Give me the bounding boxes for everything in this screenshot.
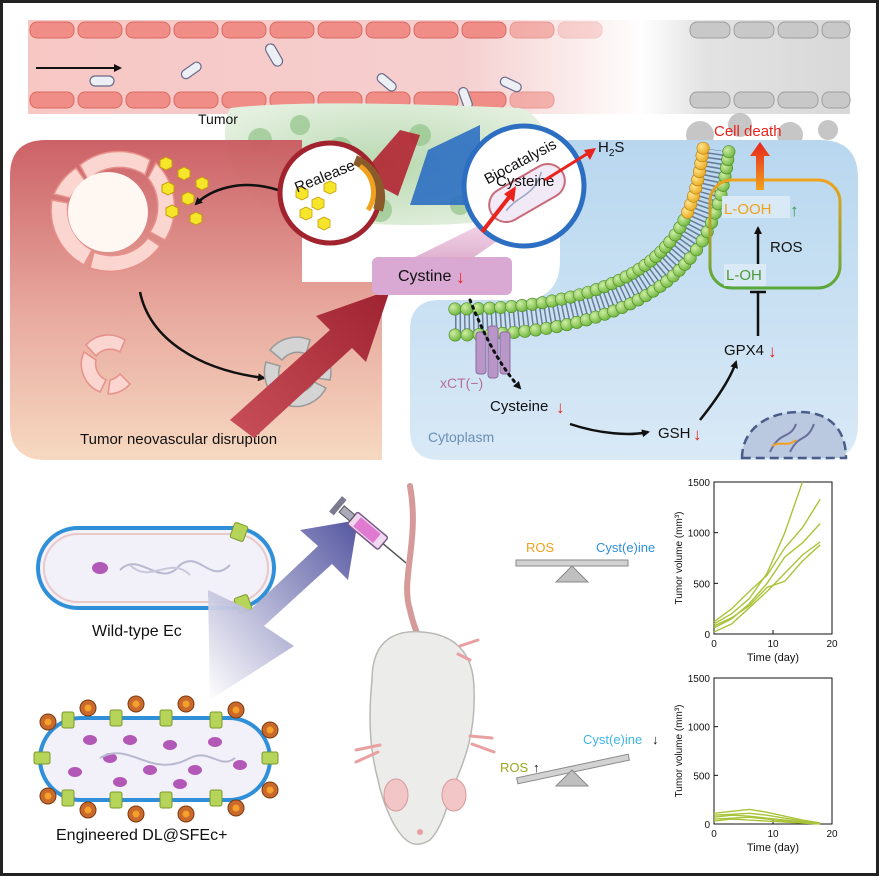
seesaw-bottom	[516, 753, 630, 787]
label-cyst-bottom: Cyst(e)ine	[583, 732, 642, 747]
x-tick-label: 20	[826, 639, 838, 650]
lipid-head-inner	[448, 328, 462, 342]
label-ros-top: ROS	[526, 540, 555, 555]
x-tick-label: 20	[826, 829, 838, 840]
cyst-down-arrow: ↓	[652, 732, 659, 747]
plot-area	[713, 677, 833, 825]
wild-type-bacterium	[36, 522, 276, 614]
label-ros-loop: ROS	[770, 239, 803, 256]
label-xct: xCT(−)	[440, 375, 483, 391]
x-tick-label: 0	[711, 829, 717, 840]
l-oh-bg	[724, 264, 766, 286]
x-tick-label: 10	[767, 639, 779, 650]
mouse	[354, 483, 496, 845]
red-arrow-h2s	[544, 150, 591, 182]
release-arrow	[194, 183, 279, 206]
lipid-head-inner	[460, 328, 474, 342]
lipid-head-outer	[448, 302, 462, 316]
lipid-head-outer	[483, 301, 497, 315]
cystine-box	[372, 257, 512, 295]
gpx4-down-arrow: ↓	[768, 342, 777, 361]
cell-death-arrow	[750, 142, 770, 190]
label-cystine: Cystine	[398, 268, 451, 285]
x-tick-label: 0	[711, 639, 717, 650]
lipid-head-inner	[722, 145, 736, 159]
series-line	[713, 818, 821, 825]
ros-up-arrow: ↑	[533, 760, 540, 775]
series-line	[713, 812, 821, 825]
gsh-to-gpx4-arrow	[699, 360, 738, 421]
label-neovascular: Tumor neovascular disruption	[80, 431, 277, 448]
cystine-down-arrow: ↓	[456, 267, 465, 287]
drug-molecules-panel	[159, 156, 209, 226]
y-tick-label: 1500	[688, 478, 711, 489]
x-axis-label: Time (day)	[747, 652, 799, 664]
lipid-head-outer	[460, 302, 474, 316]
gpx4-inhibition	[750, 290, 766, 336]
broken-vessel-pink	[80, 334, 132, 395]
red-arrowhead-cysteine	[504, 186, 516, 202]
blood-vessel	[28, 20, 648, 114]
series-line	[713, 498, 821, 623]
label-gsh: GSH	[658, 425, 691, 442]
purple-injection-arrow	[208, 520, 358, 700]
y-tick-label: 1000	[688, 723, 711, 734]
y-tick-label: 1500	[688, 674, 711, 685]
series-line	[713, 808, 821, 824]
label-cell-death: Cell death	[714, 123, 782, 140]
red-arrowhead-h2s	[584, 148, 596, 160]
transport-dotted-arrow	[468, 298, 522, 390]
x-axis-label: Time (day)	[747, 842, 799, 854]
disruption-arrow	[138, 291, 266, 382]
label-engineered: Engineered DL@SFEc+	[56, 827, 227, 844]
series-line	[713, 544, 821, 627]
label-h2s: H2S	[598, 139, 624, 159]
x-tick-label: 10	[767, 829, 779, 840]
label-tumor: Tumor	[198, 111, 238, 127]
label-cysteine: Cysteine	[490, 398, 548, 415]
lipid-head-outer	[696, 141, 710, 155]
engineered-bacterium	[33, 695, 279, 823]
label-l-ooh: L-OOH	[724, 201, 772, 218]
y-tick-label: 0	[704, 630, 710, 641]
gsh-down-arrow: ↓	[693, 425, 702, 444]
label-l-oh: L-OH	[726, 267, 762, 284]
l-ooh-bg	[722, 196, 790, 218]
series-line	[713, 523, 821, 629]
label-cysteine-bubble: Cysteine	[496, 173, 554, 190]
label-wild-type: Wild-type Ec	[92, 623, 182, 640]
release-bubble	[277, 140, 386, 246]
y-tick-label: 0	[704, 820, 710, 831]
cysteine-down-arrow: ↓	[556, 398, 565, 417]
syringe	[329, 496, 407, 564]
label-cyst-top: Cyst(e)ine	[596, 540, 655, 555]
y-tick-label: 1000	[688, 529, 711, 540]
label-cytoplasm: Cytoplasm	[428, 429, 494, 445]
lipid-head-outer	[494, 300, 508, 314]
y-tick-label: 500	[693, 579, 710, 590]
big-red-arrow	[230, 290, 390, 438]
lipid-head-inner	[518, 324, 532, 338]
l-ooh-up-arrow: ↑	[790, 201, 799, 220]
y-axis-label: Tumor volume (mm³)	[674, 705, 685, 798]
series-line	[713, 481, 804, 625]
y-axis-label: Tumor volume (mm³)	[674, 512, 685, 605]
label-ros-bottom: ROS	[500, 760, 529, 775]
y-tick-label: 500	[693, 771, 710, 782]
series-line	[713, 541, 821, 633]
seesaw-top	[515, 559, 629, 583]
lipid-peroxidation-loop	[708, 178, 842, 290]
gray-vessel	[640, 20, 851, 149]
nucleus	[740, 410, 848, 460]
red-arrow-cysteine	[480, 194, 512, 234]
label-gpx4: GPX4	[724, 342, 764, 359]
cysteine-to-gsh-arrow	[569, 422, 650, 438]
